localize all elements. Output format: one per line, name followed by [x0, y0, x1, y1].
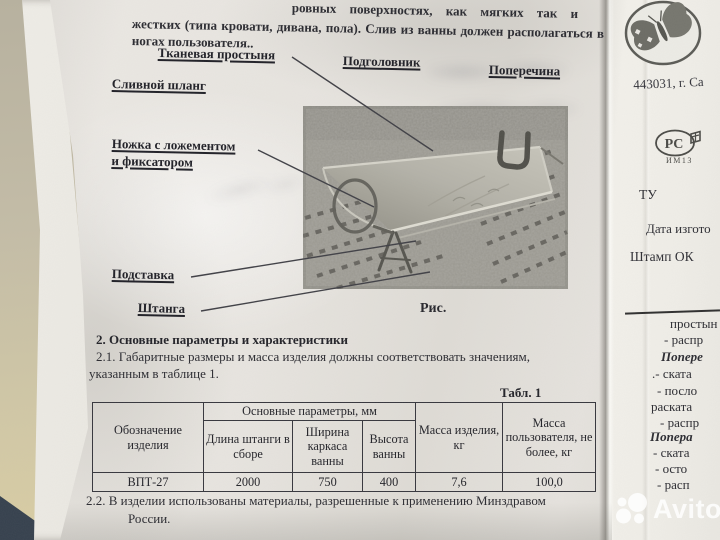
- label-crossbar: Поперечина: [488, 62, 561, 79]
- list-item: раската: [651, 399, 693, 414]
- cell-designation: ВПТ-27: [92, 472, 204, 492]
- paragraph-2-2-line-2: России.: [128, 511, 171, 526]
- cell-length: 2000: [203, 472, 293, 492]
- avito-wordmark: Avito: [653, 493, 720, 524]
- cell-width: 750: [292, 472, 363, 492]
- list-item: - осто: [655, 461, 688, 476]
- paragraph-2-1-line-1: 2.1. Габаритные размеры и масса изделия …: [96, 349, 530, 364]
- manufacture-date-label: Дата изгото: [646, 221, 711, 236]
- header-params-group: Основные параметры, мм: [203, 402, 416, 421]
- label-fabric-sheet: Тканевая простыня: [157, 45, 276, 63]
- stamp-label: Штамп ОК: [630, 249, 694, 264]
- label-headrest: Подголовник: [342, 53, 421, 70]
- cell-item-mass: 7,6: [415, 472, 503, 492]
- cell-user-mass: 100,0: [502, 472, 596, 492]
- label-stand: Подставка: [111, 266, 175, 283]
- header-designation: Обозначение изделия: [92, 402, 204, 473]
- table-label: Табл. 1: [500, 385, 542, 400]
- cell-height: 400: [362, 472, 416, 492]
- rst-code: ИМ13: [666, 156, 693, 165]
- section-heading: 2. Основные параметры и характеристики: [96, 332, 349, 347]
- parameters-table: Обозначение изделия Основные параметры, …: [92, 402, 596, 492]
- list-item-crossbar-heading: Попере: [661, 349, 703, 364]
- table-row: ВПТ-27 2000 750 400 7,6 100,0: [92, 472, 596, 492]
- list-item: .- ската: [652, 366, 692, 381]
- list-item: - ската: [653, 445, 690, 460]
- label-leg-with-cradle: Ножка с ложементом и фиксатором: [111, 135, 272, 172]
- list-item: простын: [670, 316, 718, 331]
- bath-photo-drawing: [300, 103, 571, 292]
- list-item-crossbar-heading: Попера: [650, 429, 693, 444]
- list-item: - распр: [664, 332, 704, 347]
- header-frame-width: Ширина каркаса ванны: [292, 420, 363, 473]
- label-drain-hose: Сливной шланг: [111, 76, 207, 93]
- label-rod: Штанга: [137, 300, 186, 316]
- header-rod-length: Длина штанги в сборе: [203, 420, 293, 473]
- header-item-mass: Масса изделия, кг: [415, 402, 503, 473]
- address-line: 443031, г. Са: [633, 73, 704, 92]
- bath-figure-image: [300, 103, 571, 292]
- header-user-mass: Масса пользователя, не более, кг: [502, 402, 596, 473]
- rst-mark-letters: РС: [665, 137, 684, 152]
- list-item: - посло: [657, 383, 698, 398]
- avito-logo-icon: [616, 493, 647, 524]
- butterfly-logo: [624, 0, 702, 66]
- paragraph-2-2-line-1: 2.2. В изделии использованы материалы, р…: [86, 493, 546, 508]
- figure-caption: Рис.: [420, 301, 447, 316]
- tu-label: ТУ: [639, 187, 657, 202]
- label-leg-line-2: и фиксатором: [111, 152, 194, 170]
- avito-watermark: Avito: [613, 489, 720, 529]
- header-bath-height: Высота ванны: [362, 420, 416, 473]
- paragraph-2-1-line-2: указанным в таблице 1.: [89, 366, 219, 381]
